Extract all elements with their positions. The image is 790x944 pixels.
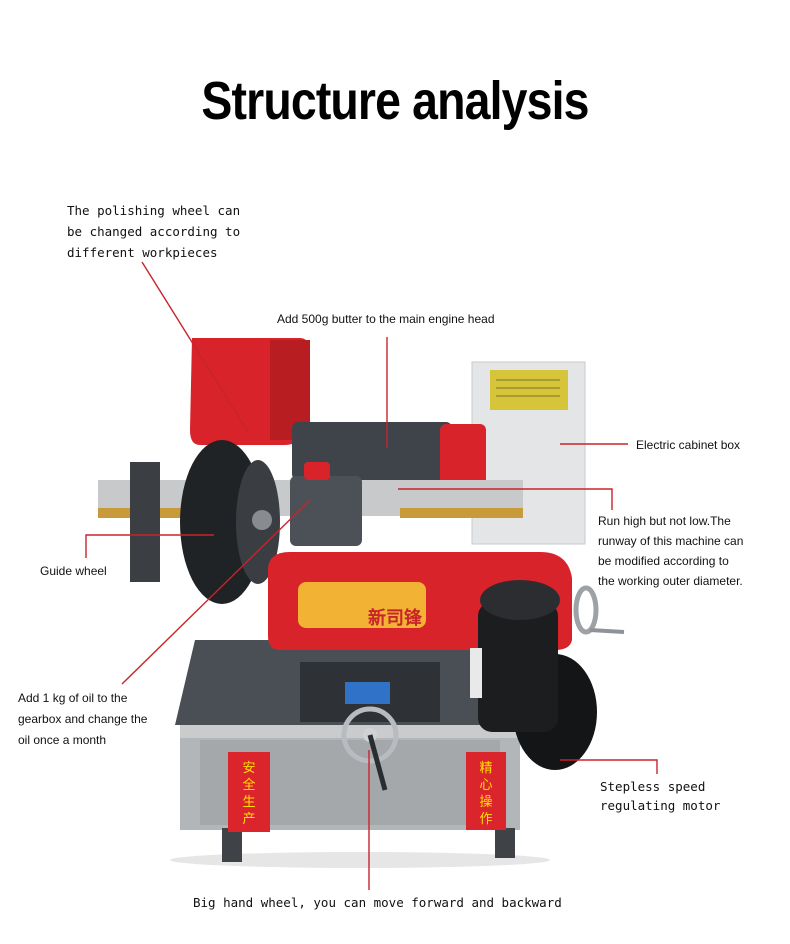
leader-lines bbox=[85, 261, 658, 890]
label-line: the working outer diameter. bbox=[598, 574, 743, 588]
leader-gearbox bbox=[121, 499, 311, 685]
leader-guide-wheel bbox=[85, 534, 214, 558]
label-line: gearbox and change the bbox=[18, 712, 148, 726]
hand-wheel-handle bbox=[367, 734, 388, 791]
label-runway: Run high but not low.The runway of this … bbox=[598, 511, 743, 591]
label-line: oil once a month bbox=[18, 733, 107, 747]
label-line: The polishing wheel can bbox=[67, 203, 241, 218]
safety-sign-left-char: 生 bbox=[242, 795, 255, 810]
label-cabinet: Electric cabinet box bbox=[636, 435, 740, 456]
label-hand-wheel: Big hand wheel, you can move forward and… bbox=[193, 892, 562, 913]
label-line: Electric cabinet box bbox=[636, 438, 741, 452]
page-title: Structure analysis bbox=[201, 71, 589, 131]
safety-sign-left-char: 全 bbox=[242, 777, 255, 793]
side-handwheel bbox=[573, 585, 599, 635]
guide-bracket bbox=[130, 462, 160, 582]
leader-motor bbox=[560, 759, 658, 774]
label-gearbox: Add 1 kg of oil to the gearbox and chang… bbox=[18, 688, 147, 751]
cabinet-nameplate bbox=[490, 370, 568, 410]
base-leg-left bbox=[222, 828, 242, 862]
label-polishing-wheel: The polishing wheel can be changed accor… bbox=[67, 200, 240, 263]
label-line: Guide wheel bbox=[40, 564, 107, 578]
slide-blue-block bbox=[345, 682, 390, 704]
label-line: Big hand wheel, you can move forward and… bbox=[193, 895, 562, 910]
label-guide-wheel: Guide wheel bbox=[40, 561, 107, 582]
label-engine-head: Add 500g butter to the main engine head bbox=[277, 309, 495, 330]
label-line: Add 500g butter to the main engine head bbox=[277, 312, 495, 326]
safety-sign-right-char: 操 bbox=[479, 794, 492, 810]
label-line: regulating motor bbox=[600, 798, 721, 813]
leader-polishing-wheel bbox=[141, 261, 249, 433]
base-leg-right bbox=[495, 828, 515, 858]
label-motor: Stepless speed regulating motor bbox=[600, 777, 720, 815]
safety-sign-right-char: 精 bbox=[479, 761, 492, 776]
label-line: Add 1 kg of oil to the bbox=[18, 691, 128, 705]
label-line: Stepless speed bbox=[600, 779, 706, 794]
safety-sign-right bbox=[466, 752, 506, 830]
floor-shadow bbox=[170, 852, 550, 868]
safety-sign-left-char: 产 bbox=[242, 812, 255, 827]
safety-sign-left bbox=[228, 752, 270, 832]
label-line: Run high but not low.The bbox=[598, 514, 731, 528]
safety-sign-left-char: 安 bbox=[242, 761, 255, 776]
oil-cap bbox=[304, 462, 330, 480]
engine-head bbox=[292, 422, 452, 480]
leader-runway bbox=[398, 488, 613, 510]
brand-plate-bg bbox=[298, 582, 426, 628]
label-line: be modified according to bbox=[598, 554, 729, 568]
label-line: be changed according to bbox=[67, 224, 241, 239]
gearbox bbox=[290, 476, 362, 546]
brand-plate: 新司锋 bbox=[368, 607, 423, 629]
hand-wheel-rim bbox=[341, 706, 399, 764]
label-line: different workpieces bbox=[67, 245, 218, 260]
label-line: runway of this machine can bbox=[598, 534, 744, 548]
safety-sign-right-char: 心 bbox=[479, 778, 492, 793]
safety-sign-right-char: 作 bbox=[479, 812, 492, 827]
